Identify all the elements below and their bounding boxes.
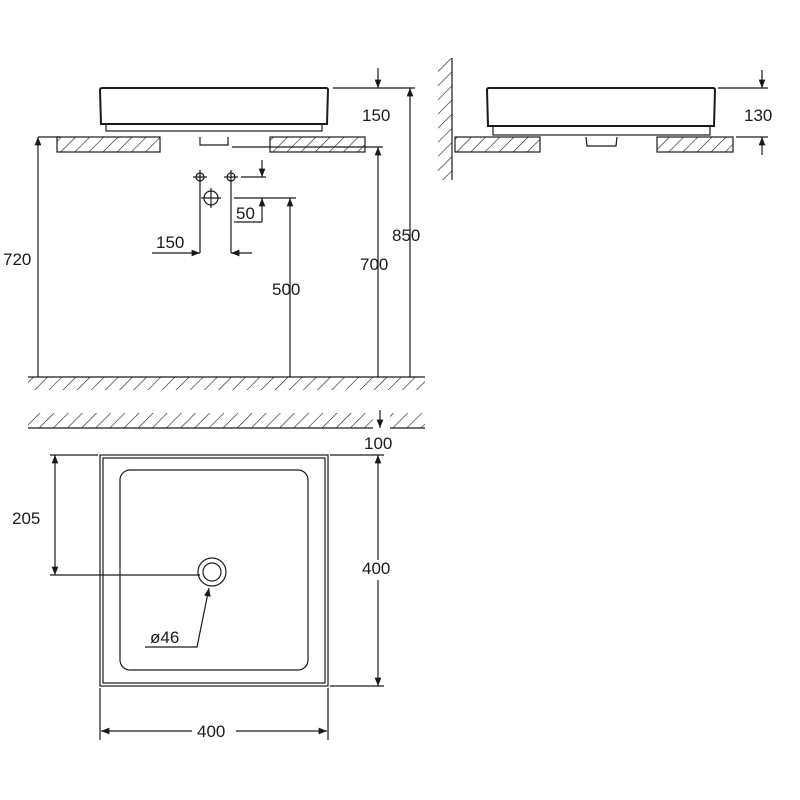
top-view: 205 ø46 400 400: [12, 454, 390, 741]
front-view: 150 850 700 720 150 50: [3, 68, 425, 453]
basin-side-base: [492, 125, 711, 136]
floor: [28, 377, 425, 390]
basin-base: [105, 123, 323, 132]
dim-side-height: 130: [744, 106, 772, 125]
drain-outlet: [199, 137, 229, 146]
dim-valve-spacing: 150: [156, 233, 184, 252]
valve-right-icon: [224, 170, 238, 184]
counter-slab-right: [269, 136, 366, 153]
dim-drain-diameter: ø46: [150, 628, 179, 647]
wall-drain-icon: [201, 188, 221, 208]
basin-side: [485, 87, 717, 127]
basin-outline: [99, 454, 329, 687]
side-drain-outlet: [585, 136, 618, 147]
side-slab-left: [454, 136, 541, 153]
basin-bowl: [119, 469, 309, 671]
dim-drain-offset: 205: [12, 509, 40, 528]
side-view: 130: [438, 58, 772, 180]
dim-floor-gap: 100: [364, 434, 392, 453]
dim-basin-height: 150: [362, 106, 390, 125]
counter-slab-left: [56, 136, 161, 153]
side-slab-right: [656, 136, 734, 153]
dim-drain-height: 500: [272, 280, 300, 299]
dim-total-height: 850: [392, 226, 420, 245]
dim-depth: 400: [362, 559, 390, 578]
dim-counter-top: 700: [360, 255, 388, 274]
floor-break-band: [28, 413, 373, 428]
basin-front: [98, 87, 330, 125]
dim-valve-offset: 50: [236, 204, 255, 223]
wall: [438, 58, 452, 180]
drain-icon: [197, 557, 227, 587]
valve-left-icon: [193, 170, 207, 184]
dim-width: 400: [197, 722, 225, 741]
dim-counter-height: 720: [3, 250, 31, 269]
